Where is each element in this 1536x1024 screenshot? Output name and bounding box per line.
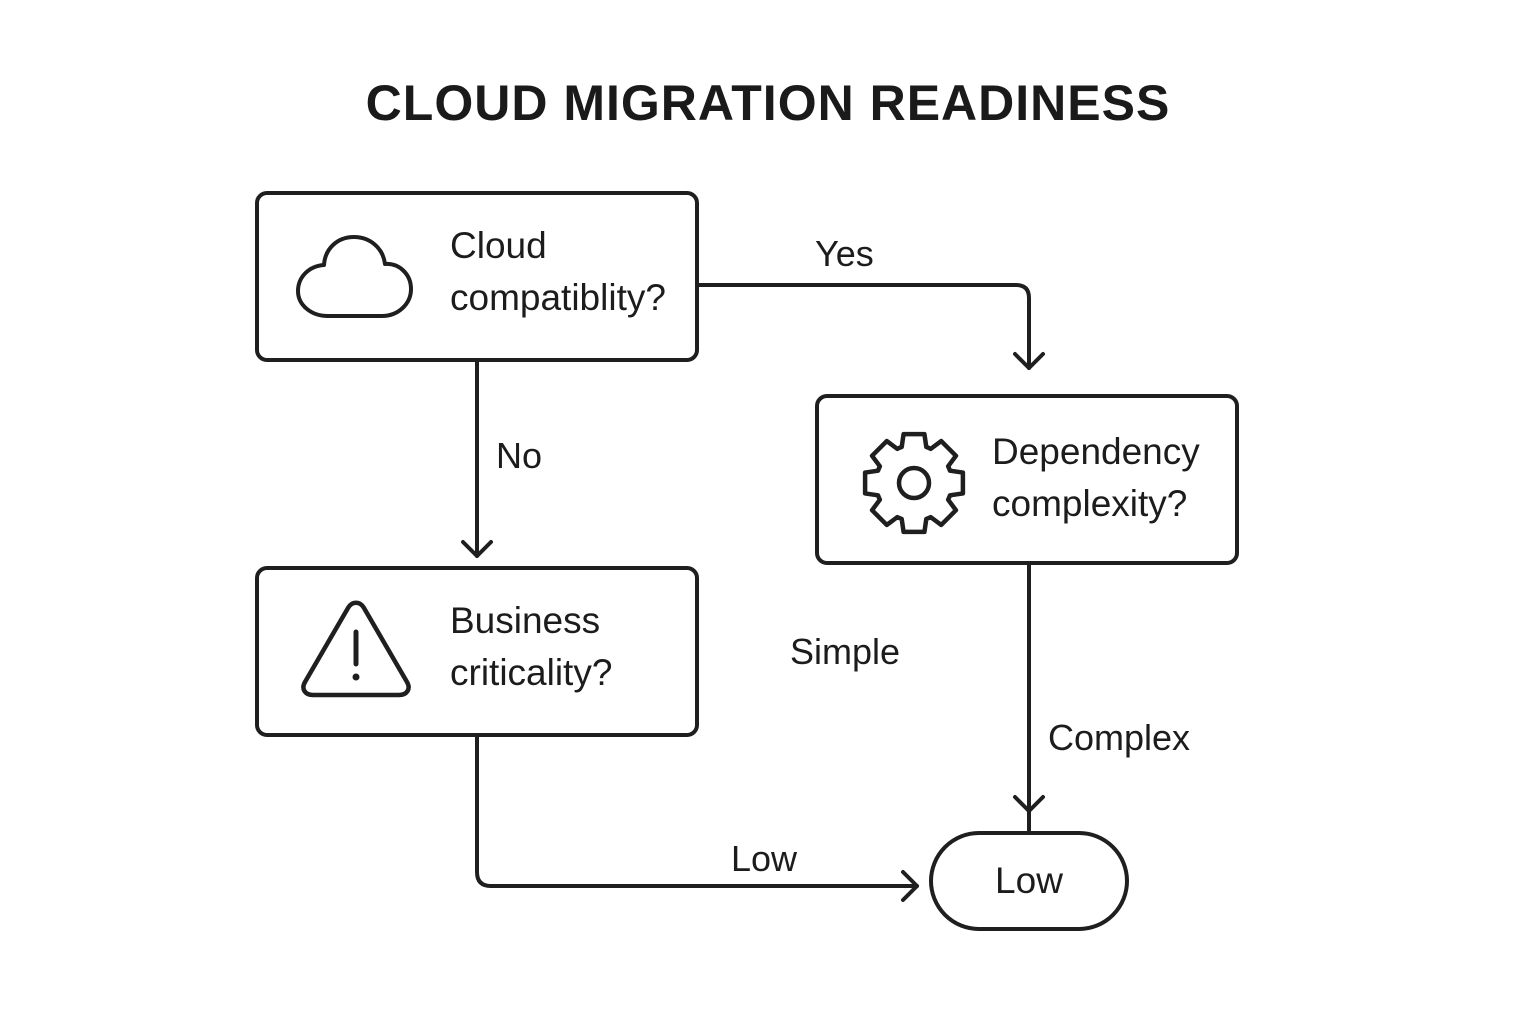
cloud-icon <box>296 235 413 318</box>
dependency-complexity-label: Dependency complexity? <box>992 426 1200 530</box>
cloud-compatibility-line2: compatiblity? <box>450 277 666 318</box>
cloud-compatibility-node <box>255 191 699 362</box>
dependency-complexity-line2: complexity? <box>992 483 1188 524</box>
edge-label-low: Low <box>731 838 798 879</box>
edge-label-complex: Complex <box>1048 717 1191 758</box>
edge-low-line <box>475 735 919 888</box>
business-criticality-label: Business criticality? <box>450 595 612 699</box>
cloud-compatibility-label: Cloud compatiblity? <box>450 220 666 324</box>
business-criticality-line1: Business <box>450 600 601 641</box>
business-criticality-line2: criticality? <box>450 652 613 693</box>
dependency-complexity-node <box>815 394 1239 565</box>
dependency-complexity-line1: Dependency <box>992 431 1200 472</box>
edge-low-arrowhead <box>901 870 919 902</box>
business-criticality-node <box>255 566 699 737</box>
gear-icon <box>862 431 966 535</box>
edge-label-yes: Yes <box>815 233 874 274</box>
edge-label-no: No <box>496 435 543 476</box>
edge-no-arrowhead <box>461 540 493 558</box>
cloud-compatibility-line1: Cloud <box>450 225 547 266</box>
terminal-node-low: Low <box>929 831 1129 931</box>
edge-yes-arrowhead <box>1013 352 1045 370</box>
edge-label-simple: Simple <box>790 631 901 672</box>
diagram-title: CLOUD MIGRATION READINESS <box>365 75 1171 131</box>
warning-icon <box>301 600 411 698</box>
edge-complex-arrowhead <box>1013 795 1045 813</box>
edge-yes-line <box>696 283 1031 370</box>
